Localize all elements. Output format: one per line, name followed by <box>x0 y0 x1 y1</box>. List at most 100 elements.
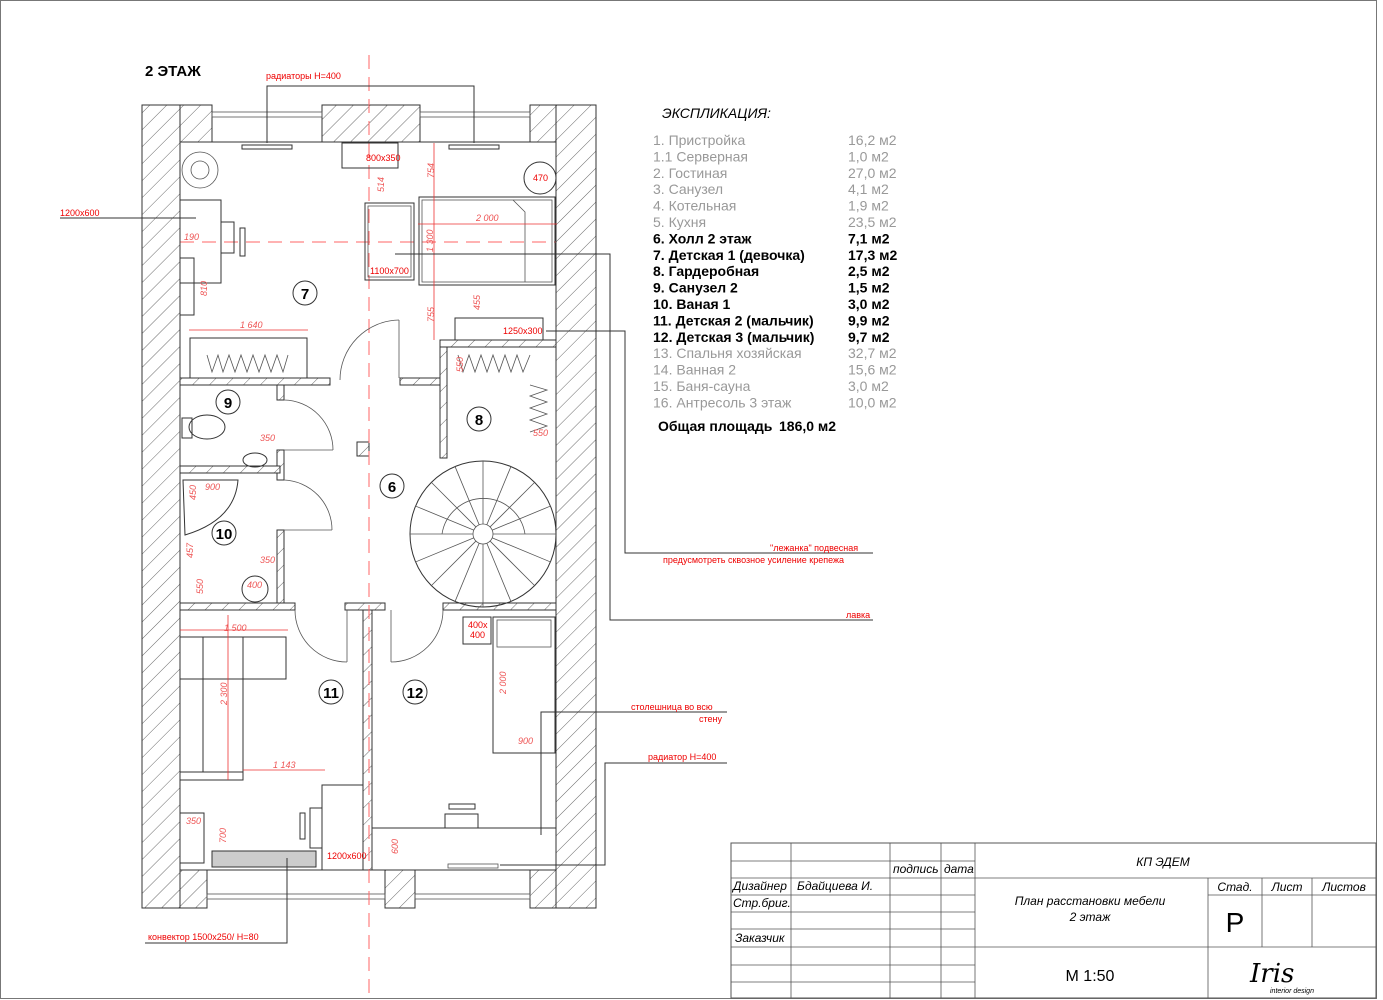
svg-text:Лист: Лист <box>1271 880 1303 894</box>
room-8-label: 8 <box>466 406 492 432</box>
room-name: 6. Холл 2 этаж <box>653 230 752 246</box>
svg-text:interior design: interior design <box>1270 988 1314 995</box>
sofa <box>179 636 287 680</box>
room-name: 14. Ванная 2 <box>653 362 736 378</box>
room-name: 1.1 Серверная <box>653 148 748 164</box>
room-area: 32,7 м2 <box>848 345 897 361</box>
explication-row: 7. Детская 1 (девочка) 17,3 м2 <box>653 247 897 263</box>
svg-text:1200х600: 1200х600 <box>60 208 100 218</box>
room-name: 5. Кухня <box>653 214 706 230</box>
svg-text:1 500: 1 500 <box>224 623 247 633</box>
room-12-furniture: 400x 400 2 000 900 600 <box>371 616 557 871</box>
svg-text:10: 10 <box>216 526 233 543</box>
stair-tread <box>492 537 551 563</box>
stair-tread <box>489 540 535 586</box>
svg-text:1250x300: 1250x300 <box>503 326 543 336</box>
svg-text:350: 350 <box>260 433 275 443</box>
title-block: подпись дата Дизайнер Бдайциева И. Стр.б… <box>730 842 1377 999</box>
room-11-furniture: 1 500 2 300 1 143 350 700 1200x600 <box>179 615 367 871</box>
stair-tread <box>431 540 477 586</box>
room-7-furniture: 800x350 470 1100x700 2 000 1 300 754 514… <box>179 142 557 379</box>
room-area: 23,5 м2 <box>848 214 897 230</box>
room-name: 7. Детская 1 (девочка) <box>653 247 805 263</box>
explication-row: 8. Гардеробная 2,5 м2 <box>653 263 890 279</box>
bathroom-fixtures: 350 900 450 457 350 550 400 <box>181 414 275 603</box>
svg-text:810: 810 <box>199 281 209 296</box>
svg-text:450: 450 <box>188 485 198 500</box>
svg-text:стену: стену <box>699 714 722 724</box>
svg-text:столешница во всю: столешница во всю <box>631 702 713 712</box>
svg-text:Стр.бриг.: Стр.бриг. <box>733 896 791 910</box>
svg-text:350: 350 <box>260 555 275 565</box>
svg-text:457: 457 <box>185 542 195 558</box>
room-8-furniture: 550 550 <box>455 353 549 438</box>
room-area: 9,7 м2 <box>848 329 890 345</box>
room-area: 1,9 м2 <box>848 198 889 214</box>
spiral-staircase <box>409 460 557 608</box>
explication-row: 6. Холл 2 этаж 7,1 м2 <box>653 230 890 246</box>
svg-text:550: 550 <box>533 428 548 438</box>
doors <box>283 319 444 663</box>
svg-text:Р: Р <box>1226 907 1245 938</box>
room-area: 17,3 м2 <box>848 247 897 263</box>
svg-text:350: 350 <box>186 816 201 826</box>
stair-tread <box>492 505 551 531</box>
svg-text:550: 550 <box>195 579 205 594</box>
svg-text:190: 190 <box>184 232 199 242</box>
svg-text:8: 8 <box>475 412 483 429</box>
stair-tread <box>486 466 512 525</box>
svg-text:2 000: 2 000 <box>498 671 508 695</box>
explication-row: 1. Пристройка 16,2 м2 <box>653 132 897 148</box>
washbasin <box>241 575 269 603</box>
svg-text:Стад.: Стад. <box>1217 880 1252 894</box>
convector <box>211 850 317 868</box>
explication-title: ЭКСПЛИКАЦИЯ: <box>662 105 771 121</box>
room-numbers: 7 9 8 6 10 11 12 <box>211 280 492 705</box>
svg-text:470: 470 <box>533 173 548 183</box>
room-name: 8. Гардеробная <box>653 263 759 279</box>
room-9-label: 9 <box>215 389 241 415</box>
svg-text:1 640: 1 640 <box>240 320 263 330</box>
room-area: 16,2 м2 <box>848 132 897 148</box>
room-name: 16. Антресоль 3 этаж <box>653 394 792 410</box>
stair-tread <box>431 482 477 528</box>
svg-text:7: 7 <box>301 286 309 303</box>
svg-text:400x: 400x <box>468 620 488 630</box>
svg-text:2 этаж: 2 этаж <box>1069 910 1111 924</box>
svg-text:Листов: Листов <box>1321 880 1366 894</box>
svg-text:900: 900 <box>205 482 220 492</box>
svg-text:М 1:50: М 1:50 <box>1066 968 1115 985</box>
room-area: 15,6 м2 <box>848 362 897 378</box>
stair-tread <box>454 543 480 602</box>
stair-tread <box>454 466 480 525</box>
room-area: 2,5 м2 <box>848 263 890 279</box>
svg-text:1 300: 1 300 <box>425 229 435 252</box>
svg-text:514: 514 <box>376 177 386 192</box>
toilet <box>188 414 226 440</box>
svg-text:900: 900 <box>518 736 533 746</box>
svg-text:КП ЭДЕМ: КП ЭДЕМ <box>1136 855 1189 869</box>
explication-row: 14. Ванная 2 15,6 м2 <box>653 362 897 378</box>
room-name: 1. Пристройка <box>653 132 745 148</box>
total-value: 186,0 м2 <box>779 418 836 434</box>
svg-text:6: 6 <box>388 479 396 496</box>
svg-text:754: 754 <box>426 163 436 178</box>
svg-text:2 000: 2 000 <box>475 213 499 223</box>
room-7-label: 7 <box>292 280 318 306</box>
room-area: 3,0 м2 <box>848 296 890 312</box>
svg-text:предусмотреть сквозное усилени: предусмотреть сквозное усиление крепежа <box>663 555 844 565</box>
room-name: 9. Санузел 2 <box>653 280 738 296</box>
room-area: 7,1 м2 <box>848 230 890 246</box>
svg-text:конвектор 1500х250/ Н=80: конвектор 1500х250/ Н=80 <box>148 932 259 942</box>
room-name: 2. Гостиная <box>653 165 727 181</box>
svg-text:План расстановки мебели: План расстановки мебели <box>1015 894 1166 908</box>
svg-text:1 143: 1 143 <box>273 760 296 770</box>
svg-text:2 300: 2 300 <box>219 682 229 706</box>
